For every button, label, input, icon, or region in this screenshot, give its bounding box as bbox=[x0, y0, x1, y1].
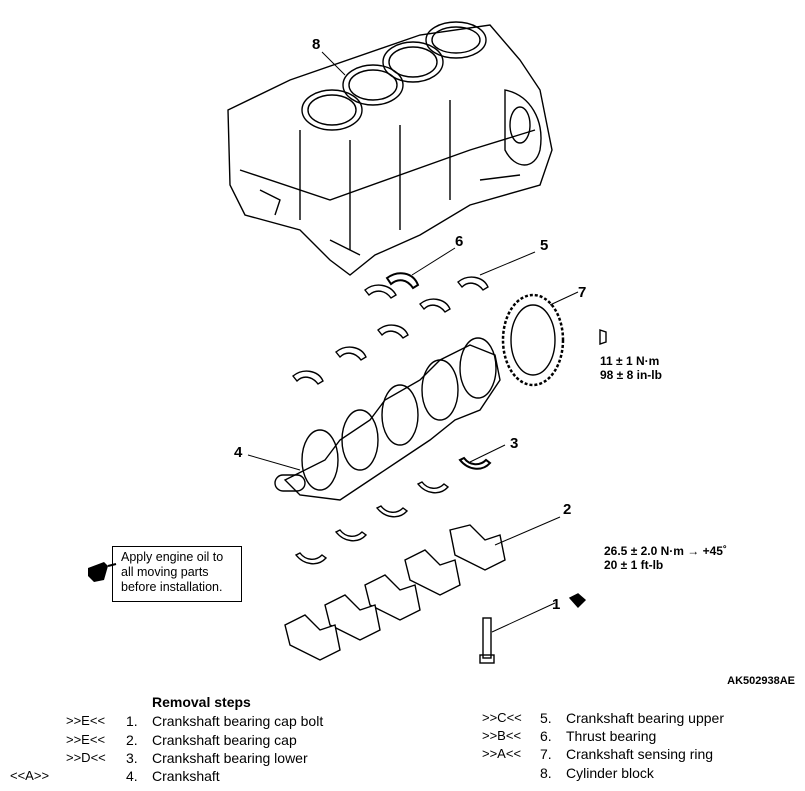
step-number: 7. bbox=[540, 746, 552, 762]
step-number: 4. bbox=[126, 768, 138, 784]
step-name: Crankshaft bearing upper bbox=[566, 710, 724, 726]
torque-metric: 26.5 ± 2.0 N·m → +45˚ bbox=[604, 544, 727, 558]
sensing-ring-illustration bbox=[501, 293, 607, 387]
torque-imperial: 98 ± 8 in-lb bbox=[600, 368, 662, 382]
step-name: Crankshaft sensing ring bbox=[566, 746, 714, 762]
step-mark: >>A<< bbox=[482, 746, 522, 761]
leader-lines bbox=[247, 51, 579, 633]
figure-id: AK502938AE bbox=[727, 675, 795, 687]
upper-bearings-illustration bbox=[292, 272, 489, 385]
step-mark: >>E<< bbox=[66, 732, 106, 747]
torque-metric: 11 ± 1 N·m bbox=[600, 354, 660, 368]
step-mark: <<A>> bbox=[10, 768, 50, 783]
step-number: 6. bbox=[540, 728, 552, 744]
step-name: Crankshaft bearing lower bbox=[152, 750, 308, 766]
cylinder-block-illustration bbox=[227, 21, 553, 276]
step-number: 1. bbox=[126, 713, 138, 729]
step-number: 8. bbox=[540, 765, 552, 781]
step-name: Crankshaft bearing cap bbox=[152, 732, 297, 748]
step-name: Crankshaft bearing cap bolt bbox=[152, 713, 324, 729]
bearing-caps-illustration bbox=[284, 524, 506, 661]
note-line: all moving parts bbox=[121, 565, 209, 579]
callout-8: 8 bbox=[312, 36, 320, 53]
step-mark: >>B<< bbox=[482, 728, 522, 743]
step-number: 2. bbox=[126, 732, 138, 748]
step-number: 5. bbox=[540, 710, 552, 726]
note-line: before installation. bbox=[121, 580, 223, 594]
cap-bolt-torque-spec: 26.5 ± 2.0 N·m → +45˚ 20 ± 1 ft-lb bbox=[604, 544, 727, 572]
engine-oil-note: Apply engine oil to all moving parts bef… bbox=[112, 546, 242, 602]
step-mark: >>D<< bbox=[66, 750, 106, 765]
step-number: 3. bbox=[126, 750, 138, 766]
step-name: Crankshaft bbox=[152, 768, 220, 784]
step-name: Cylinder block bbox=[566, 765, 654, 781]
step-name: Thrust bearing bbox=[566, 728, 657, 744]
callout-1: 1 bbox=[552, 596, 560, 613]
callout-5: 5 bbox=[540, 237, 548, 254]
sensing-ring-torque-spec: 11 ± 1 N·m 98 ± 8 in-lb bbox=[600, 354, 662, 382]
cap-bolt-illustration bbox=[479, 593, 587, 664]
step-mark: >>E<< bbox=[66, 713, 106, 728]
crankshaft-illustration bbox=[274, 337, 501, 501]
callout-6: 6 bbox=[455, 233, 463, 250]
note-line: Apply engine oil to bbox=[121, 550, 224, 564]
torque-imperial: 20 ± 1 ft-lb bbox=[604, 558, 664, 572]
lower-bearings-illustration bbox=[294, 456, 492, 565]
callout-3: 3 bbox=[510, 435, 518, 452]
exploded-view-drawing: 8 6 5 7 4 3 2 1 bbox=[88, 21, 607, 664]
callout-7: 7 bbox=[578, 284, 586, 301]
removal-steps-title: Removal steps bbox=[152, 694, 251, 710]
callout-4: 4 bbox=[234, 444, 243, 461]
callout-2: 2 bbox=[563, 501, 571, 518]
step-mark: >>C<< bbox=[482, 710, 522, 725]
